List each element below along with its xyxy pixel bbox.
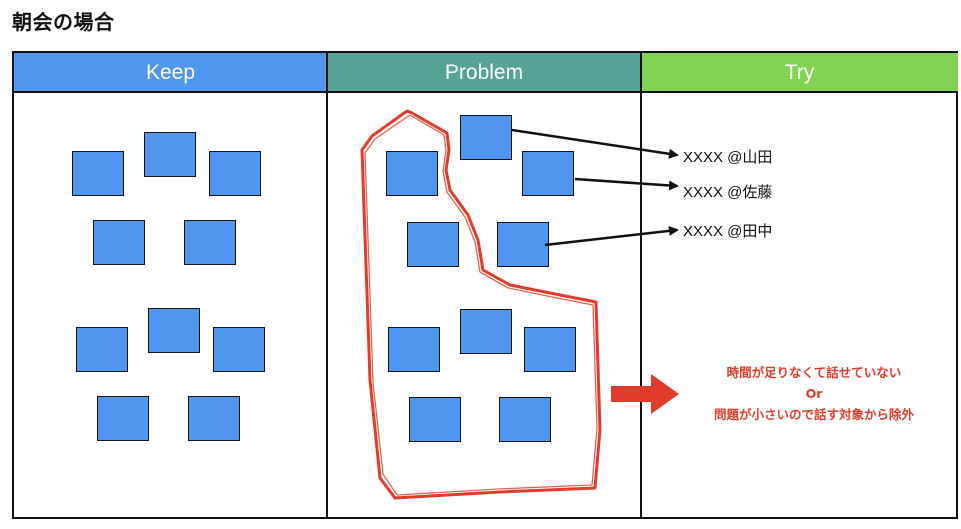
- arrow-to-tanaka: [544, 225, 679, 247]
- sticky-note: [409, 397, 461, 442]
- arrow-to-sato: [574, 177, 679, 191]
- sticky-note: [460, 115, 512, 160]
- sticky-note: [407, 222, 459, 267]
- sticky-note: [148, 308, 200, 353]
- try-item: XXXX @田中: [683, 223, 773, 240]
- excluded-note: 時間が足りなくて話せていない Or 問題が小さいので話す対象から除外: [672, 362, 956, 425]
- excluded-note-line1: 時間が足りなくて話せていない: [726, 365, 902, 380]
- sticky-note: [93, 220, 145, 265]
- column-divider: [640, 53, 642, 517]
- sticky-note: [460, 309, 512, 354]
- sticky-note: [522, 151, 574, 196]
- excluded-note-line3: 問題が小さいので話す対象から除外: [713, 407, 914, 422]
- try-item: XXXX @佐藤: [683, 184, 773, 201]
- sticky-note: [213, 327, 265, 372]
- column-header-keep: Keep: [14, 53, 327, 93]
- problem-selection-outline: [360, 109, 602, 500]
- problem-selection-outline-stroke2: [364, 114, 598, 496]
- excluded-note-line2: Or: [805, 386, 823, 401]
- try-item: XXXX @山田: [683, 149, 773, 166]
- sticky-note: [386, 151, 438, 196]
- sticky-note: [72, 151, 124, 196]
- sticky-note: [184, 220, 236, 265]
- sticky-note: [97, 396, 149, 441]
- sticky-note: [388, 327, 440, 372]
- sticky-note: [524, 327, 576, 372]
- page-title: 朝会の場合: [12, 10, 115, 34]
- column-header-try: Try: [641, 53, 958, 93]
- sticky-note: [144, 132, 196, 177]
- sticky-note: [188, 396, 240, 441]
- arrow-to-yamada: [511, 128, 679, 159]
- sticky-note: [76, 327, 128, 372]
- column-divider: [326, 53, 328, 517]
- red-arrow-icon: [611, 374, 679, 414]
- sticky-note: [499, 397, 551, 442]
- sticky-note: [209, 151, 261, 196]
- kpt-board: Keep Problem Try: [12, 51, 958, 519]
- column-header-problem: Problem: [327, 53, 641, 93]
